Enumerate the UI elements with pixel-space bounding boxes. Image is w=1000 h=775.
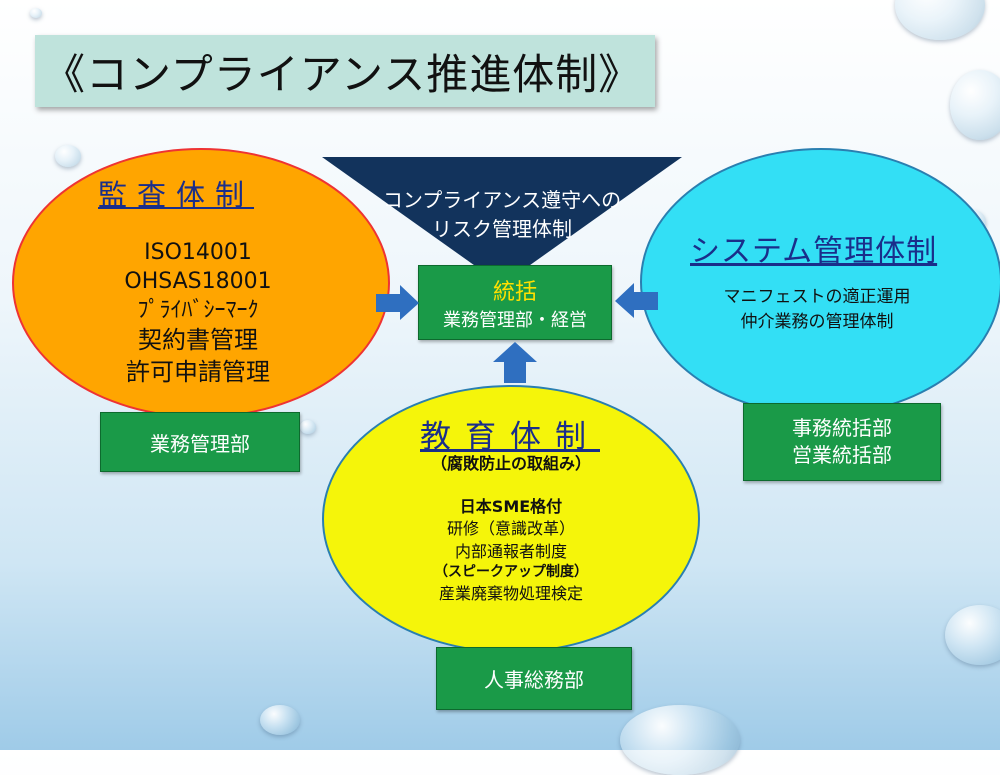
education-items: 日本SME格付 研修（意識改革） 内部通報者制度 （スピークアップ制度） 産業廃…: [391, 496, 631, 605]
audit-item: 許可申請管理: [126, 357, 270, 386]
central-control-subtitle: 業務管理部・経営: [443, 309, 587, 331]
system-item: マニフェストの適正運用: [723, 287, 911, 307]
water-drop-decoration: [950, 70, 1000, 140]
education-department-box: 人事総務部: [436, 647, 632, 710]
water-drop-decoration: [30, 8, 42, 18]
audit-department-box: 業務管理部: [100, 412, 300, 472]
education-item: 内部通報者制度: [454, 541, 567, 561]
water-drop-decoration: [895, 0, 985, 40]
triangle-line-2: リスク管理体制: [432, 217, 572, 241]
system-items: マニフェストの適正運用 仲介業務の管理体制: [692, 285, 942, 334]
audit-items: ISO14001 OHSAS18001 ﾌﾟﾗｲﾊﾞｼｰﾏｰｸ 契約書管理 許可…: [88, 238, 308, 388]
water-drop-decoration: [945, 605, 1000, 665]
title-bar: 《コンプライアンス推進体制》: [35, 35, 655, 107]
page-title: 《コンプライアンス推進体制》: [43, 49, 642, 99]
triangle-line-1: コンプライアンス遵守への: [382, 188, 622, 212]
system-management-ellipse: [640, 148, 1000, 416]
audit-item: OHSAS18001: [124, 269, 272, 295]
education-system-ellipse: [322, 385, 700, 653]
water-drop-decoration: [620, 705, 740, 775]
audit-item: 契約書管理: [138, 326, 258, 355]
education-item: 研修（意識改革）: [446, 519, 575, 539]
arrow-up-icon: [493, 342, 537, 383]
central-control-box: 統括 業務管理部・経営: [418, 265, 612, 340]
education-item: 産業廃棄物処理検定: [438, 583, 583, 603]
arrow-left-icon: [615, 283, 658, 318]
education-item: 日本SME格付: [459, 497, 563, 516]
education-note: （腐敗防止の取組み）: [430, 454, 591, 473]
system-department-label: 事務統括部: [792, 416, 892, 440]
education-heading: 教育体制: [420, 419, 600, 455]
education-department-label: 人事総務部: [484, 668, 584, 692]
audit-system-ellipse: [12, 148, 390, 418]
audit-item: ﾌﾟﾗｲﾊﾞｼｰﾏｰｸ: [137, 298, 259, 324]
system-department-box: 事務統括部 営業統括部: [743, 403, 941, 481]
system-heading: システム管理体制: [690, 234, 938, 269]
audit-department-label: 業務管理部: [150, 431, 250, 456]
audit-item: ISO14001: [144, 240, 252, 265]
water-drop-decoration: [260, 705, 300, 735]
education-item: （スピークアップ制度）: [434, 564, 588, 581]
system-department-label: 営業統括部: [792, 443, 892, 467]
triangle-label: コンプライアンス遵守への リスク管理体制: [352, 186, 652, 244]
arrow-right-icon: [376, 285, 419, 320]
risk-management-triangle: [322, 157, 682, 285]
system-item: 仲介業務の管理体制: [740, 311, 894, 332]
water-drop-decoration: [55, 145, 81, 167]
water-drop-decoration: [300, 420, 316, 434]
central-control-title: 統括: [492, 279, 537, 305]
audit-heading: 監査体制: [98, 178, 255, 212]
